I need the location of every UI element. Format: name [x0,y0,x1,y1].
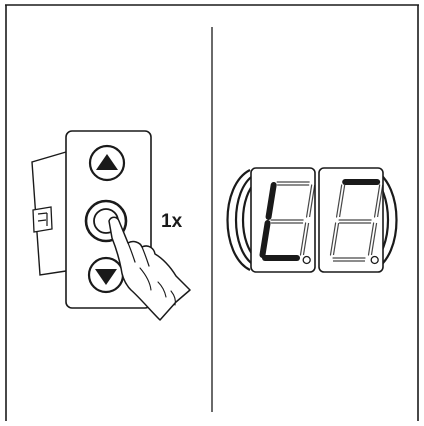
digit-2-decimal-point [371,257,378,264]
left-panel: 1x [32,131,190,320]
down-arrow-button[interactable] [89,258,123,292]
press-count-label: 1x [161,211,183,232]
device-housing [32,152,66,275]
digit-1-decimal-point [303,257,310,264]
up-arrow-button[interactable] [90,146,124,180]
right-panel [228,168,400,272]
side-display-icon [33,207,52,232]
seven-segment-display [228,168,400,272]
